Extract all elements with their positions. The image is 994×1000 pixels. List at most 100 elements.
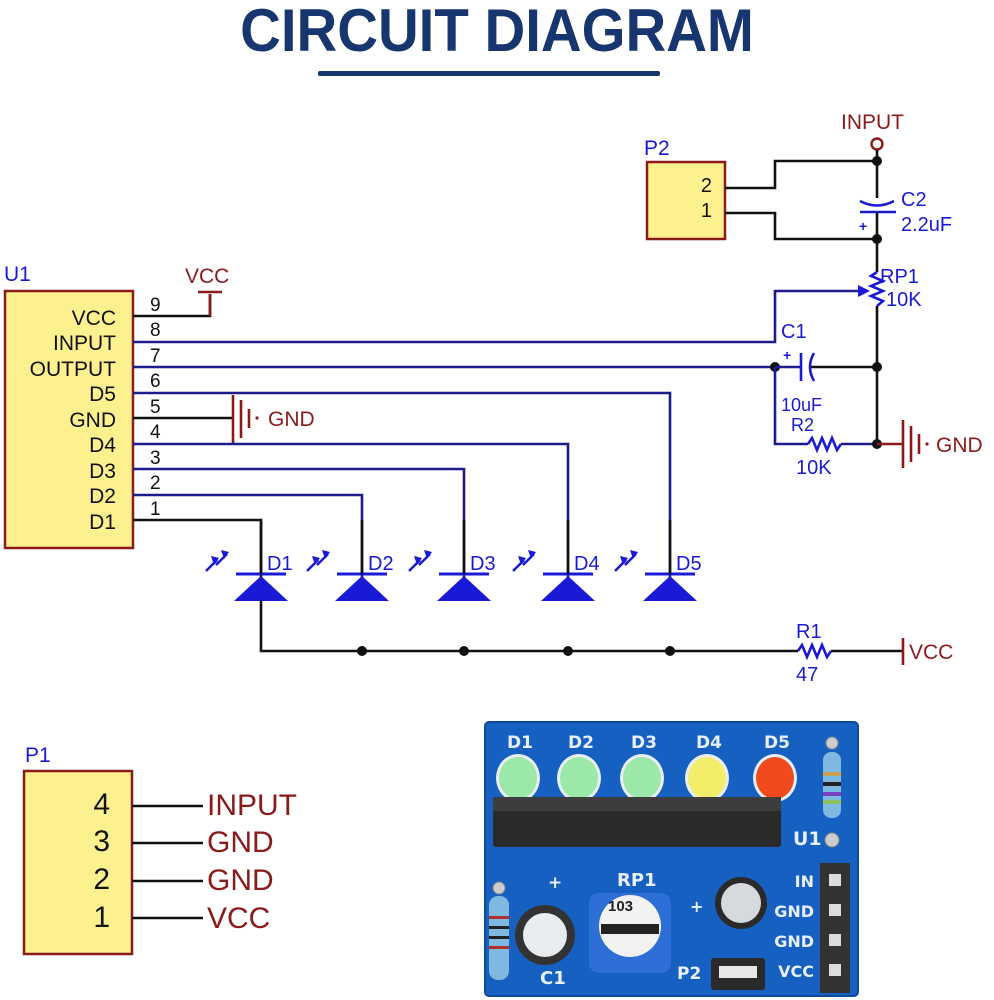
- led-array: D1 D2 D3 D4 D5: [205, 520, 702, 601]
- u1-pin-number: 3: [150, 448, 161, 469]
- wire-p2-pin1: [725, 211, 877, 241]
- c2-value-label: 2.2uF: [901, 214, 952, 236]
- c2-ref-label: C2: [901, 189, 927, 211]
- c2-curved-plate: [859, 199, 895, 207]
- u1-body: [3, 289, 135, 550]
- resistor-band: [823, 782, 841, 786]
- u1-pin-name: INPUT: [53, 332, 116, 355]
- r1-vcc-label: VCC: [909, 641, 953, 664]
- led-ref-label: D4: [574, 553, 600, 575]
- junction-dot: [563, 646, 573, 656]
- c1-plus-sign: +: [783, 347, 791, 363]
- c1-curved-plate: [808, 352, 816, 382]
- p1-connector: P1 4 3 2 1 INPUT GND GND VCC: [22, 744, 297, 956]
- pcb-led-d1: D1: [496, 733, 540, 802]
- input-terminal-icon[interactable]: [870, 137, 884, 151]
- u1-pin-number: 8: [150, 320, 161, 341]
- resistor-band: [823, 800, 841, 804]
- p1-pin-number: 1: [93, 901, 110, 934]
- r2-value-label: 10K: [796, 457, 832, 479]
- p1-ref-label: P1: [25, 744, 51, 767]
- light-arrowhead-icon: [620, 556, 628, 565]
- junction-dot: [872, 362, 882, 372]
- c2-capacitor: + C2 2.2uF: [859, 161, 952, 244]
- p2-body: [645, 160, 727, 241]
- rp1-ref-label: RP1: [880, 266, 919, 288]
- light-arrowhead-icon: [528, 550, 536, 559]
- junction-dot: [459, 646, 469, 656]
- rp1-potentiometer: RP1 10K: [858, 239, 922, 444]
- pcb-led-label: D1: [507, 733, 533, 753]
- led-diode-icon: [643, 576, 697, 601]
- u1-pin-name: D3: [89, 460, 116, 483]
- pcb-header-label: GND: [774, 902, 814, 921]
- light-arrowhead-icon: [424, 550, 432, 559]
- p2-pin-number: 1: [701, 200, 712, 222]
- led-d3: D3: [408, 520, 496, 601]
- led-diode-icon: [234, 576, 288, 601]
- light-arrowhead-icon: [630, 550, 638, 559]
- wire-pin9: [133, 294, 212, 318]
- gnd-net-label: GND: [268, 408, 315, 431]
- led-ref-label: D3: [470, 553, 496, 575]
- pcb-led-lens: [623, 757, 661, 799]
- pcb-led-label: D4: [696, 733, 722, 753]
- wire-pin2-d2: [133, 493, 364, 585]
- resistor-band: [489, 926, 509, 929]
- title-underline: [318, 71, 660, 76]
- resistor-band: [823, 772, 841, 776]
- wire-led-bus: [259, 600, 778, 653]
- p1-body: [22, 769, 134, 956]
- rp1-value-label: 10K: [886, 289, 922, 311]
- light-arrowhead-icon: [221, 550, 229, 559]
- pcb-plus-sign: +: [690, 897, 703, 916]
- header-pin: [829, 934, 841, 946]
- u1-pin-name: D5: [89, 383, 116, 406]
- pcb-led-lens: [756, 757, 794, 799]
- pcb-led-d4: D4: [685, 733, 729, 802]
- led-ref-label: D1: [267, 553, 293, 575]
- p2-connector: P2 2 1: [644, 137, 877, 241]
- u1-pin-name: VCC: [72, 307, 116, 330]
- pcb-led-label: D2: [568, 733, 594, 753]
- r1-ref-label: R1: [796, 621, 822, 643]
- pcb-rp1-slot: [601, 924, 659, 934]
- u1-pin-number: 6: [150, 371, 161, 392]
- resistor-band: [823, 792, 841, 796]
- r1-resistor: R1 47 VCC: [778, 621, 953, 686]
- p1-pin-number: 3: [93, 825, 110, 858]
- led-d5: D5: [614, 520, 702, 601]
- c1-capacitor: + C1 10uF: [770, 321, 882, 415]
- u1-pin-name: OUTPUT: [30, 358, 117, 381]
- led-d2: D2: [306, 520, 394, 601]
- header-pin: [829, 874, 841, 886]
- wire-pin3-d3: [133, 467, 466, 585]
- ground-dot-icon: [255, 416, 259, 420]
- led-diode-icon: [541, 576, 595, 601]
- r2-ref-label: R2: [791, 415, 814, 435]
- u1-vcc-net: VCC: [133, 265, 229, 318]
- pcb-edge: [484, 721, 859, 997]
- r2-zigzag: [806, 434, 843, 454]
- input-net-label: INPUT: [841, 111, 904, 134]
- r1-zigzag: [796, 641, 833, 661]
- pcb-led-lens: [560, 757, 598, 799]
- u1-pin-number: 1: [150, 499, 161, 520]
- u1-ref-label: U1: [4, 263, 31, 286]
- p1-pin-number: 4: [93, 788, 110, 821]
- resistor-band: [489, 946, 509, 949]
- u1-pin-name: D4: [89, 434, 116, 457]
- resistor-band: [489, 916, 509, 919]
- pcb-c1-top: [523, 913, 567, 957]
- led-diode-icon: [437, 576, 491, 601]
- pcb-led-label: D5: [764, 733, 790, 753]
- p2-pin-number: 2: [701, 175, 712, 197]
- pcb-p2-label: P2: [677, 964, 701, 984]
- p2-ref-label: P2: [644, 137, 670, 160]
- led-ref-label: D2: [368, 553, 394, 575]
- u1-pin-name: GND: [69, 409, 116, 432]
- u1-pin-number: 9: [150, 295, 161, 316]
- u1-pin-number: 4: [150, 422, 161, 443]
- u1-pin-name: D2: [89, 485, 116, 508]
